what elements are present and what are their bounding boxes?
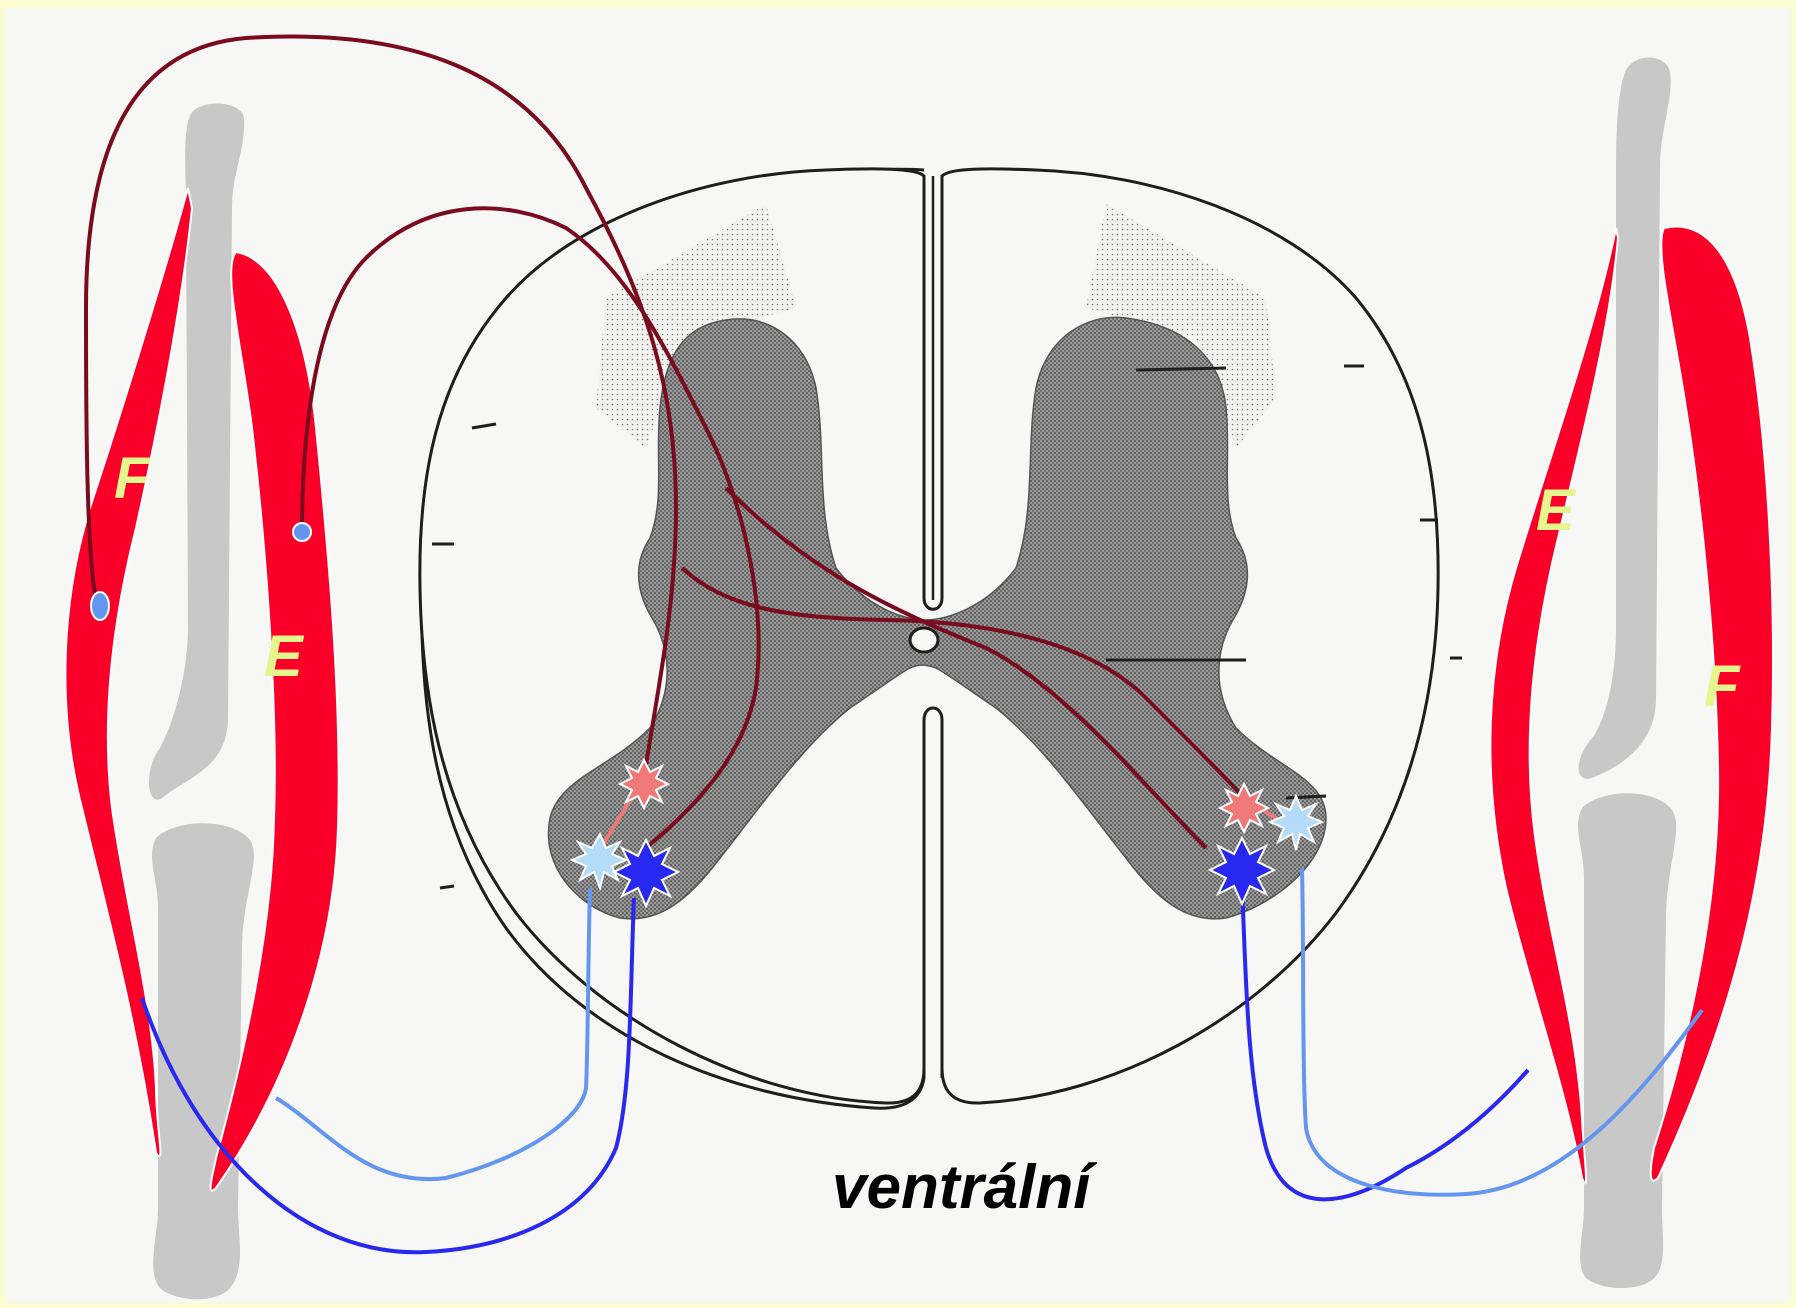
right-flexor-label: F xyxy=(1704,654,1741,719)
right-alpha-motor-neuron xyxy=(1210,838,1274,904)
right-interneuron-pink xyxy=(1220,784,1268,832)
reflex-diagram: F E E F ventrální xyxy=(6,8,1790,1302)
left-alpha-motor-neuron xyxy=(614,840,678,906)
left-upper-bone xyxy=(149,103,244,799)
central-canal xyxy=(910,628,938,652)
right-upper-bone xyxy=(1579,57,1671,778)
right-lower-bone xyxy=(1578,793,1676,1288)
right-extensor-label: E xyxy=(1536,478,1577,543)
diagram-canvas: F E E F ventrální xyxy=(6,8,1790,1302)
left-light-motor-neuron xyxy=(572,834,626,888)
ventral-caption: ventrální xyxy=(832,1153,1097,1222)
ventral-fissure xyxy=(924,708,942,1078)
extensor-spindle-receptor xyxy=(293,523,311,541)
left-interneuron-pink xyxy=(620,760,668,808)
left-flexor-label: F xyxy=(114,446,151,511)
flexor-spindle-receptor xyxy=(91,592,109,620)
spinal-cord-section xyxy=(420,169,1462,1108)
right-light-motor-neuron xyxy=(1270,796,1322,850)
left-extensor-label: E xyxy=(264,624,305,689)
